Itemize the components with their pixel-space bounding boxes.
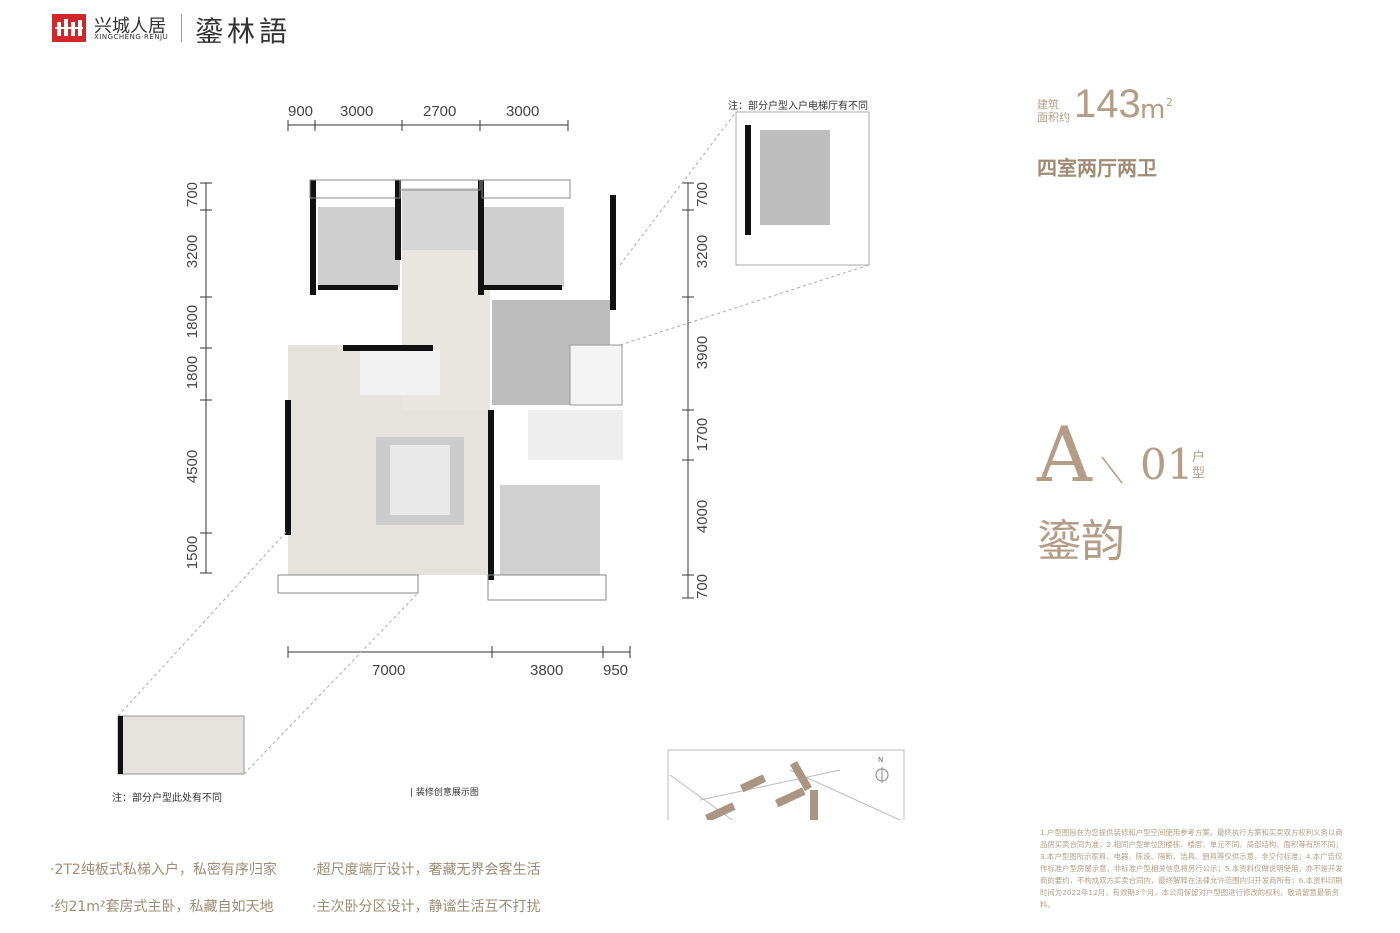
dim-left-2: 3200 [184, 234, 202, 269]
type-slash [1101, 456, 1123, 484]
project-name: 鎏林語 [195, 15, 292, 48]
area-value: 143 [1074, 82, 1141, 126]
type-suffix: 户型 [1192, 450, 1206, 481]
dim-left-1: 700 [184, 181, 202, 208]
area-unit: m [1140, 95, 1166, 125]
dim-top-1: 900 [288, 103, 314, 120]
dim-right-5: 4000 [694, 499, 712, 534]
dim-right-6: 700 [694, 573, 712, 600]
dim-right-1: 700 [694, 181, 712, 208]
disclaimer: 1.户型图旨在为您提供装修和户型空间使用参考方案，最终执行方案和买卖双方权利义务… [1040, 828, 1343, 909]
dim-bottom-1: 7000 [372, 662, 406, 679]
render-caption: | 装修创意展示图 [410, 788, 479, 798]
feature-1: ·2T2纯板式私梯入户，私密有序归家 [50, 862, 277, 878]
type-number: 01 [1140, 440, 1194, 489]
dim-right-2: 3200 [694, 234, 712, 269]
layout-label: 四室两厅两卫 [1037, 156, 1157, 180]
brand-name: 兴城人居 [94, 16, 166, 37]
dim-top-4: 3000 [506, 103, 540, 120]
brand-divider [181, 14, 182, 42]
balcony-note: 注：部分户型此处有不同 [112, 793, 222, 804]
dim-left-4: 1800 [184, 355, 202, 390]
dim-bottom-3: 950 [603, 662, 629, 679]
area-label: 建筑面积约 [1037, 98, 1070, 124]
dim-left-3: 1800 [184, 304, 202, 339]
area-unit-sup: 2 [1166, 96, 1173, 109]
brand-logo-icon [52, 14, 86, 42]
floor-plan [117, 111, 905, 820]
type-letter: A [1037, 410, 1092, 499]
compass-label: N [878, 756, 884, 764]
dim-left-6: 1500 [184, 535, 202, 570]
feature-4: ·主次卧分区设计，静谧生活互不打扰 [312, 899, 541, 915]
dim-top-3: 2700 [423, 103, 457, 120]
lobby-note: 注：部分户型入户电梯厅有不同 [728, 101, 868, 112]
dim-top-2: 3000 [340, 103, 374, 120]
dim-bottom-2: 3800 [530, 662, 564, 679]
feature-3: ·约21m²套房式主卧，私藏自如天地 [50, 899, 274, 915]
dim-right-4: 1700 [694, 417, 712, 452]
dim-right-3: 3900 [694, 335, 712, 370]
feature-2: ·超尺度端厅设计，奢藏无界会客生活 [312, 862, 541, 878]
type-name: 鎏韵 [1037, 516, 1125, 567]
dim-left-5: 4500 [184, 449, 202, 484]
brand-name-en: XINGCHENG·RENJU [94, 33, 169, 41]
